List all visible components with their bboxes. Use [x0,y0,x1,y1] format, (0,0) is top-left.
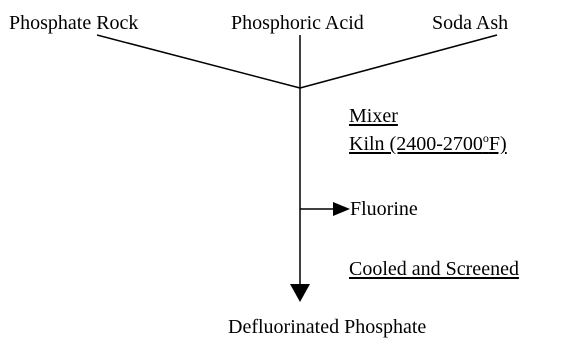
kiln-label-suffix: F) [488,133,507,155]
degree-symbol: o [482,131,489,145]
product-defluorinated-phosphate: Defluorinated Phosphate [228,316,427,338]
step-mixer: Mixer [349,105,398,127]
line-phosphate-rock [96,34,301,89]
input-phosphoric-acid: Phosphoric Acid [231,12,364,34]
input-soda-ash: Soda Ash [432,12,509,34]
line-soda-ash [299,34,498,89]
input-phosphate-rock: Phosphate Rock [9,12,139,34]
step-cooled-screened: Cooled and Screened [349,258,519,280]
right-arrowhead-icon [333,202,350,216]
byproduct-fluorine: Fluorine [350,198,418,220]
down-arrowhead-icon [290,284,310,302]
kiln-label-prefix: Kiln (2400-2700 [349,133,483,155]
step-kiln: Kiln (2400-2700oF) [349,132,507,156]
